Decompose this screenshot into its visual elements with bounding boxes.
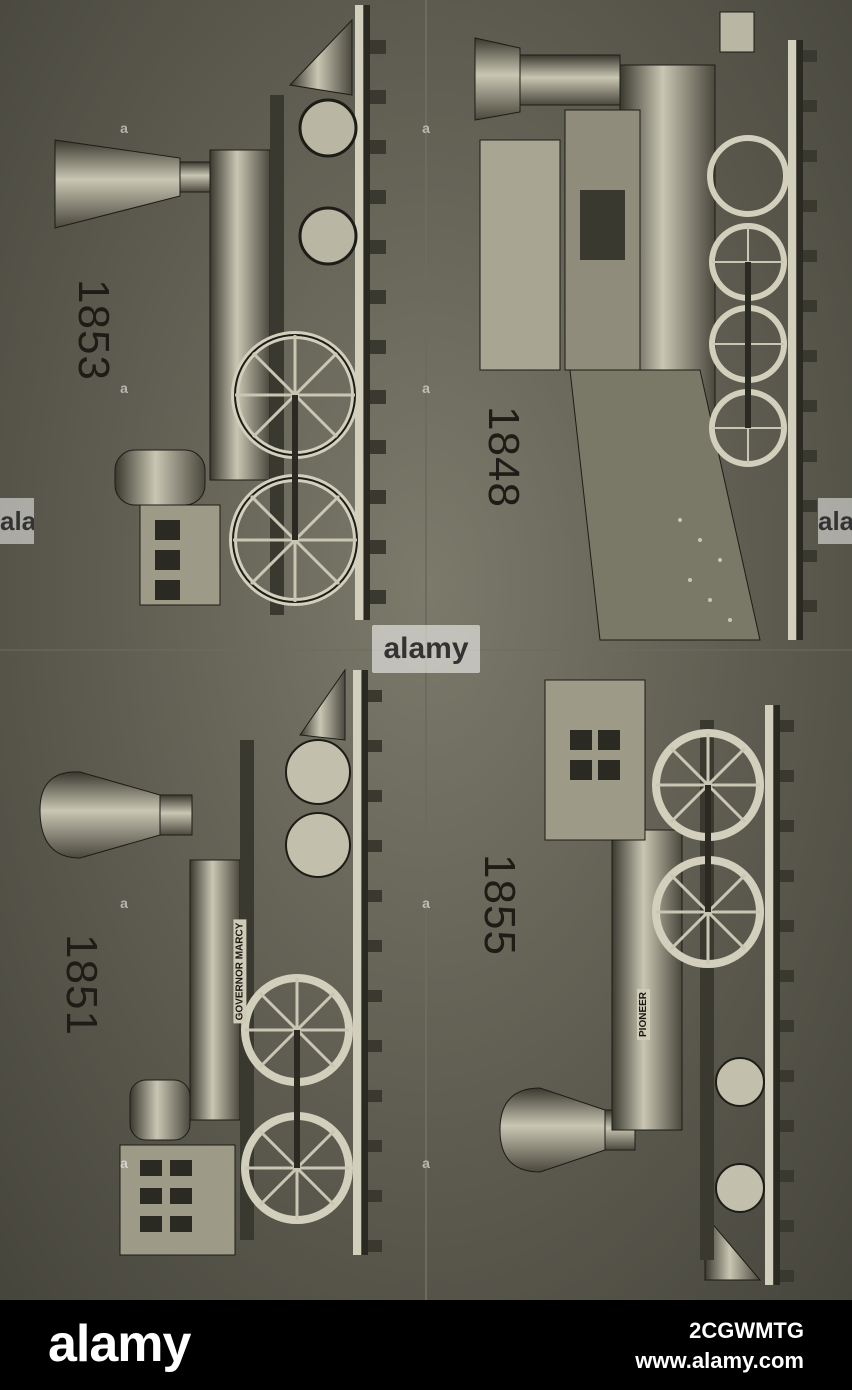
alamy-logo: alamy: [48, 1314, 190, 1374]
year-label-1853: 1853: [68, 279, 118, 381]
watermark-mark: a: [117, 380, 131, 396]
locomotive-photo: 1853 1848 1851 1855 GOVERNOR MARCY PIONE…: [0, 0, 852, 1300]
year-label-1851: 1851: [56, 934, 106, 1036]
locomotive-1848: [475, 12, 817, 640]
nameplate-pioneer: PIONEER: [637, 989, 650, 1040]
watermark-left-edge: alamy: [0, 498, 34, 544]
site-url: www.alamy.com: [635, 1348, 804, 1374]
locomotive-1855: [500, 680, 794, 1285]
alamy-footer-bar: alamy 2CGWMTG www.alamy.com: [0, 1300, 852, 1390]
watermark-mark: a: [117, 895, 131, 911]
watermark-right-edge: alamy: [818, 498, 852, 544]
watermark-mark: a: [419, 1155, 433, 1171]
watermark-center: alamy: [372, 625, 480, 673]
watermark-mark: a: [419, 120, 433, 136]
year-label-1855: 1855: [474, 854, 524, 956]
year-label-1848: 1848: [478, 406, 528, 508]
nameplate-governor-marcy: GOVERNOR MARCY: [233, 920, 246, 1024]
watermark-mark: a: [117, 1155, 131, 1171]
watermark-mark: a: [419, 895, 433, 911]
image-code: 2CGWMTG: [689, 1318, 804, 1344]
watermark-mark: a: [117, 120, 131, 136]
watermark-mark: a: [419, 380, 433, 396]
